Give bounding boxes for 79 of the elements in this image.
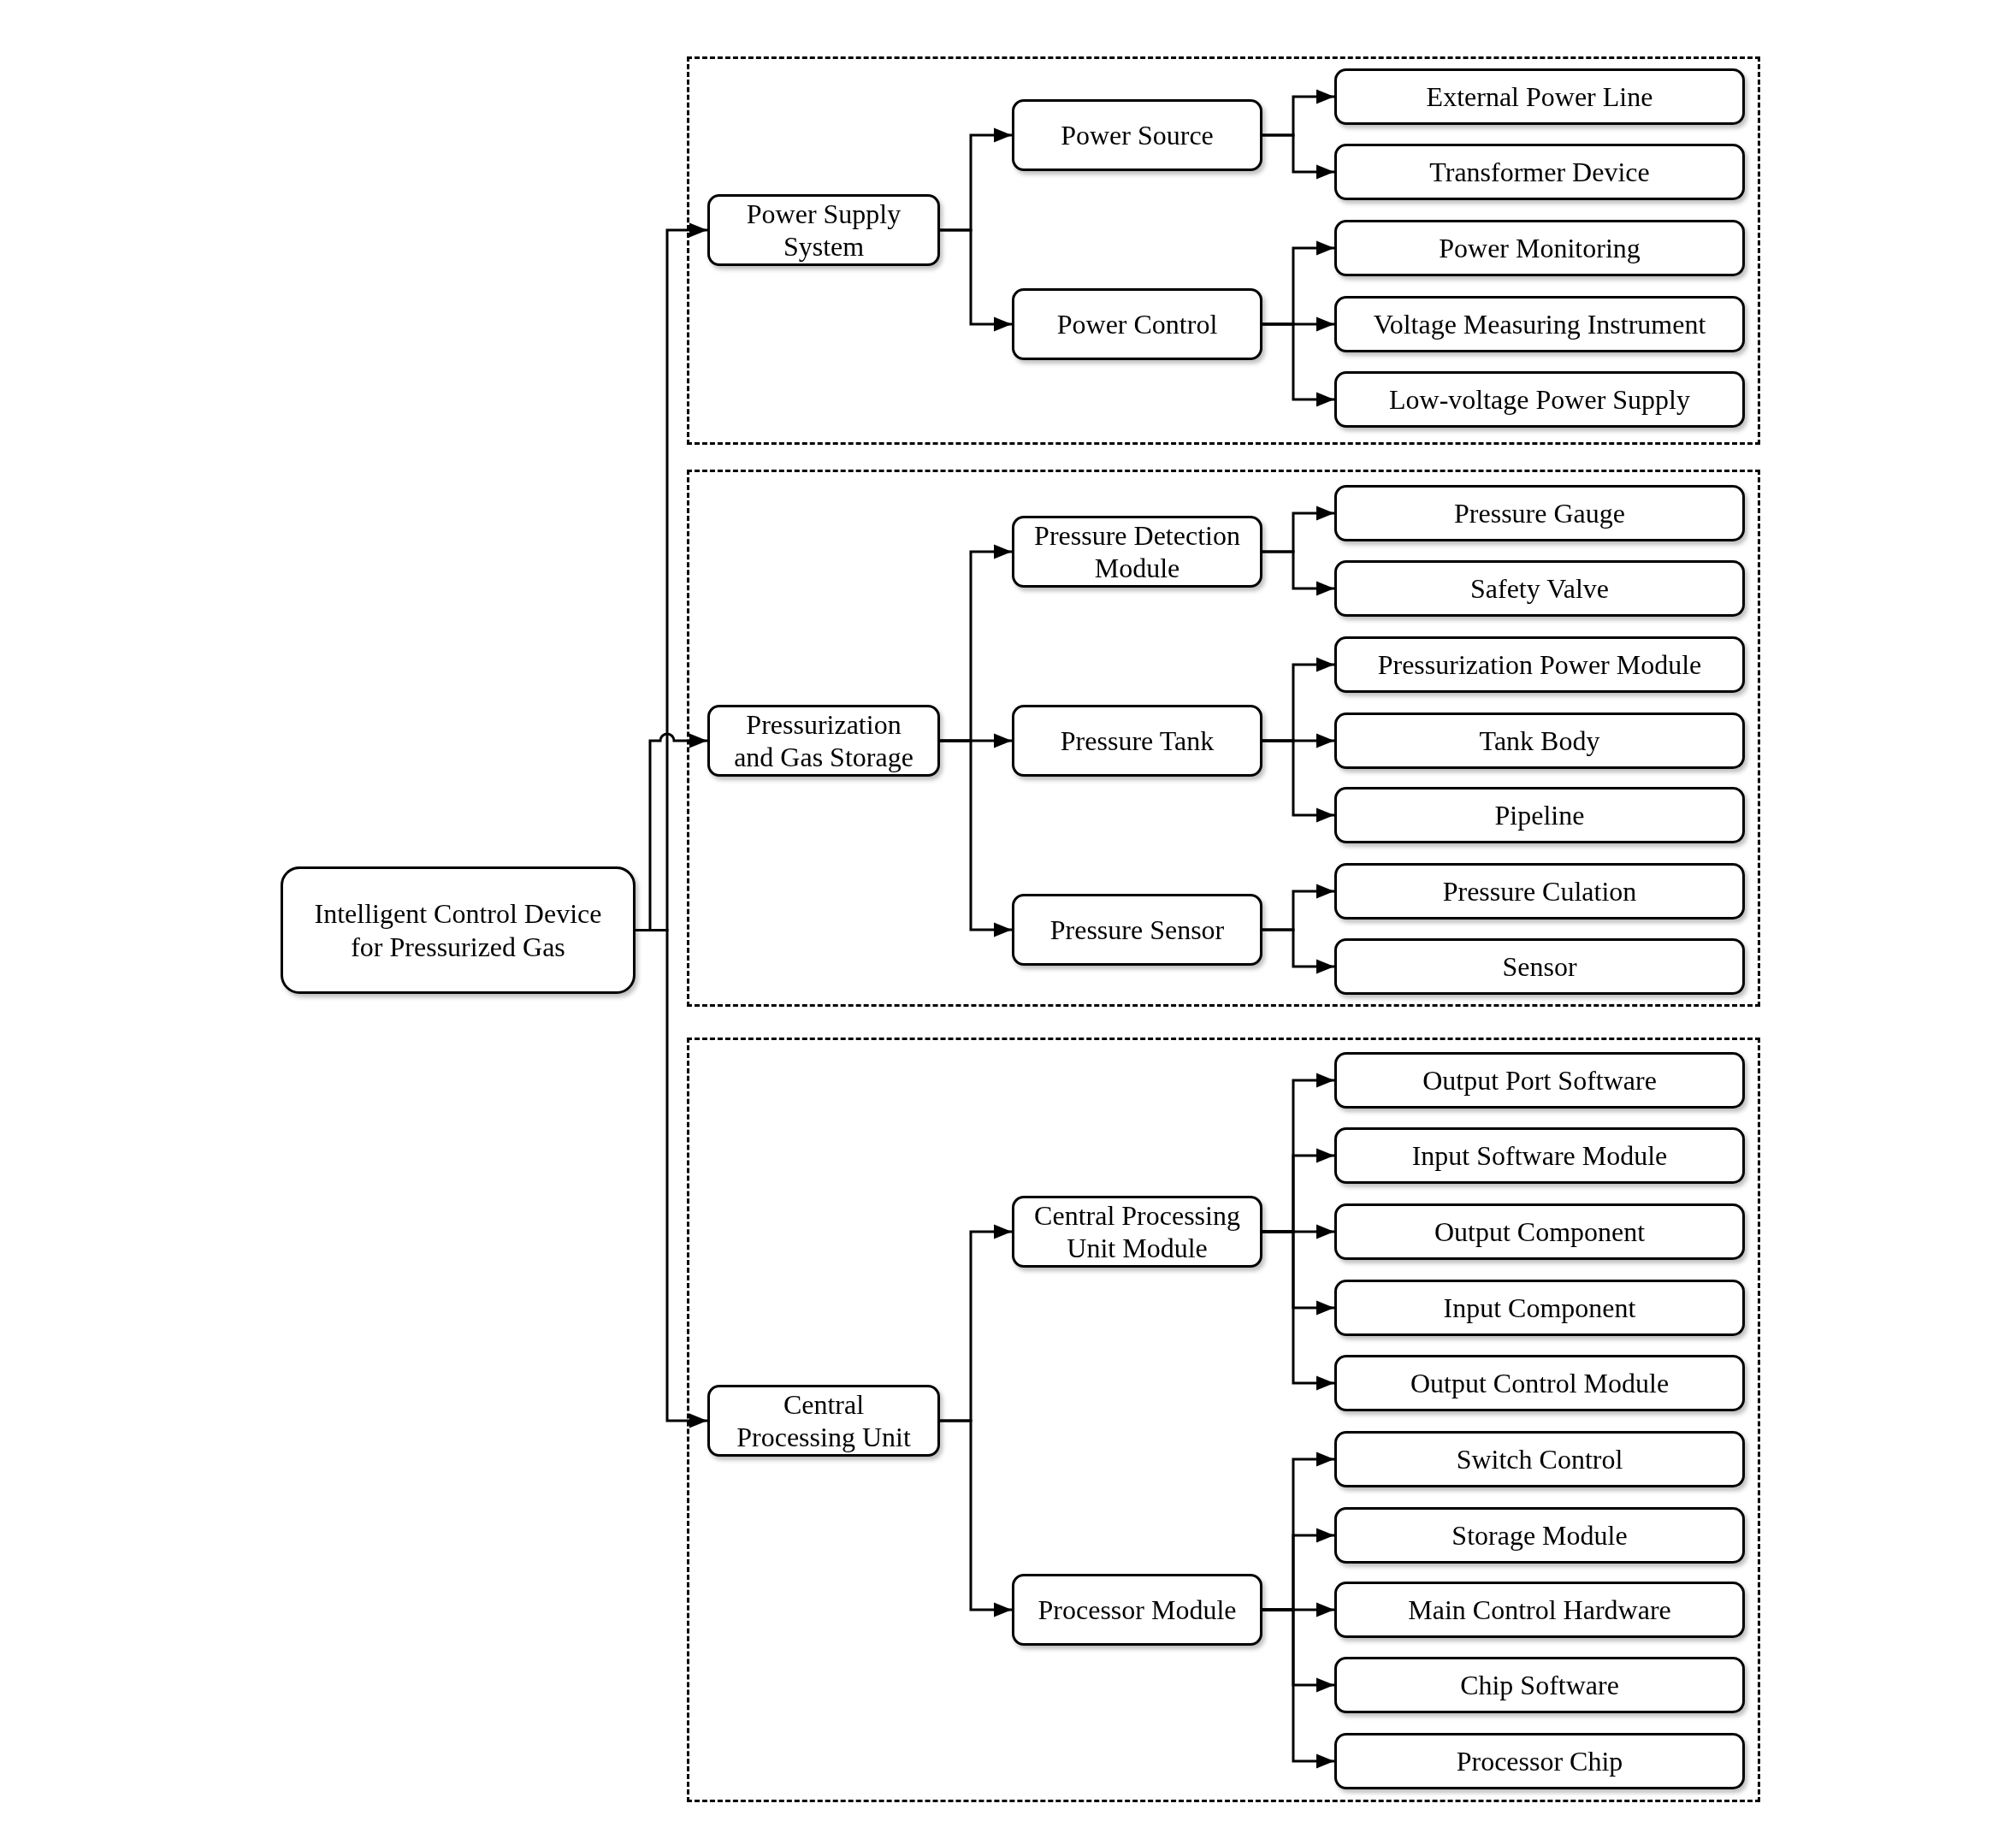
- process-box: [1012, 516, 1262, 588]
- process-box: [707, 194, 940, 266]
- connector-arrow: [1262, 1230, 1334, 1391]
- process-box: [1334, 1733, 1745, 1789]
- process-box: [1334, 938, 1745, 995]
- box-label: Output Control Module: [1409, 1366, 1670, 1400]
- box-label: Central Processing Unit: [736, 1387, 912, 1454]
- box-label: Main Control Hardware: [1407, 1593, 1672, 1627]
- box-label: Processor Chip: [1455, 1744, 1624, 1778]
- process-box: [1334, 1203, 1745, 1260]
- box-label: Transformer Device: [1428, 155, 1651, 189]
- connector-arrow: [940, 228, 1012, 332]
- box-label: Power Control: [1055, 307, 1219, 341]
- connector-arrow: [1262, 133, 1334, 180]
- process-box: [1334, 371, 1745, 428]
- box-label: Power Supply System: [745, 197, 902, 263]
- box-label: External Power Line: [1425, 80, 1654, 114]
- box-label: Pressurization Power Module: [1376, 647, 1703, 682]
- box-label: Input Component: [1442, 1291, 1637, 1325]
- process-box: [1334, 1431, 1745, 1487]
- connector-arrow: [1262, 1608, 1334, 1769]
- box-label: Processor Module: [1037, 1593, 1238, 1627]
- process-box: [1334, 1355, 1745, 1411]
- process-box: [1334, 560, 1745, 617]
- box-label: Pressure Sensor: [1049, 913, 1226, 947]
- process-box: [281, 866, 636, 994]
- dashed-group-frame: [687, 1038, 1760, 1802]
- box-label: Pipeline: [1493, 798, 1586, 832]
- box-label: Pressure Tank: [1059, 724, 1215, 758]
- box-label: Output Port Software: [1422, 1063, 1658, 1097]
- box-label: Voltage Measuring Instrument: [1372, 307, 1707, 341]
- process-box: [1012, 705, 1262, 777]
- box-label: Pressure Detection Module: [1033, 518, 1241, 585]
- connector-arrow: [940, 1419, 1012, 1617]
- box-label: Tank Body: [1478, 724, 1601, 758]
- process-box: [1334, 1507, 1745, 1564]
- box-label: Pressurization and Gas Storage: [733, 707, 914, 774]
- box-label: Pressure Culation: [1441, 874, 1638, 908]
- process-box: [1334, 1052, 1745, 1109]
- process-box: [707, 1385, 940, 1457]
- box-label: Central Processing Unit Module: [1033, 1198, 1241, 1265]
- box-label: Input Software Module: [1410, 1138, 1669, 1173]
- box-label: Switch Control: [1455, 1442, 1624, 1476]
- connector-arrow: [1262, 550, 1334, 596]
- process-box: [1334, 68, 1745, 125]
- box-label: Power Source: [1060, 118, 1215, 152]
- process-box: [1012, 1574, 1262, 1646]
- box-label: Pressure Gauge: [1453, 496, 1626, 530]
- box-label: Low-voltage Power Supply: [1388, 382, 1691, 417]
- connector-arrow: [1262, 739, 1334, 823]
- process-box: [1334, 1582, 1745, 1638]
- process-box: [1334, 1127, 1745, 1184]
- box-label: Sensor: [1501, 949, 1578, 984]
- process-box: [1334, 1657, 1745, 1713]
- box-label: Intelligent Control Device for Pressurized Gas: [313, 897, 603, 963]
- process-box: [1012, 894, 1262, 966]
- dashed-group-frame: [687, 56, 1760, 445]
- process-box: [1334, 787, 1745, 843]
- dashed-group-frame: [687, 470, 1760, 1007]
- process-box: [1334, 713, 1745, 769]
- process-box: [1012, 99, 1262, 171]
- box-label: Chip Software: [1459, 1668, 1620, 1702]
- process-box: [1012, 288, 1262, 360]
- process-box: [1012, 1196, 1262, 1268]
- connector-arrow: [940, 739, 1012, 937]
- box-label: Output Component: [1433, 1215, 1646, 1249]
- process-box: [1334, 1280, 1745, 1336]
- process-box: [1334, 144, 1745, 200]
- box-label: Power Monitoring: [1438, 231, 1641, 265]
- process-box: [707, 705, 940, 777]
- process-box: [1334, 863, 1745, 919]
- process-box: [1334, 636, 1745, 693]
- process-box: [1334, 485, 1745, 541]
- process-box: [1334, 296, 1745, 352]
- box-label: Safety Valve: [1469, 571, 1610, 606]
- process-box: [1334, 220, 1745, 276]
- connector-arrow: [1262, 928, 1334, 974]
- box-label: Storage Module: [1451, 1518, 1629, 1552]
- connector-arrow: [1262, 322, 1334, 407]
